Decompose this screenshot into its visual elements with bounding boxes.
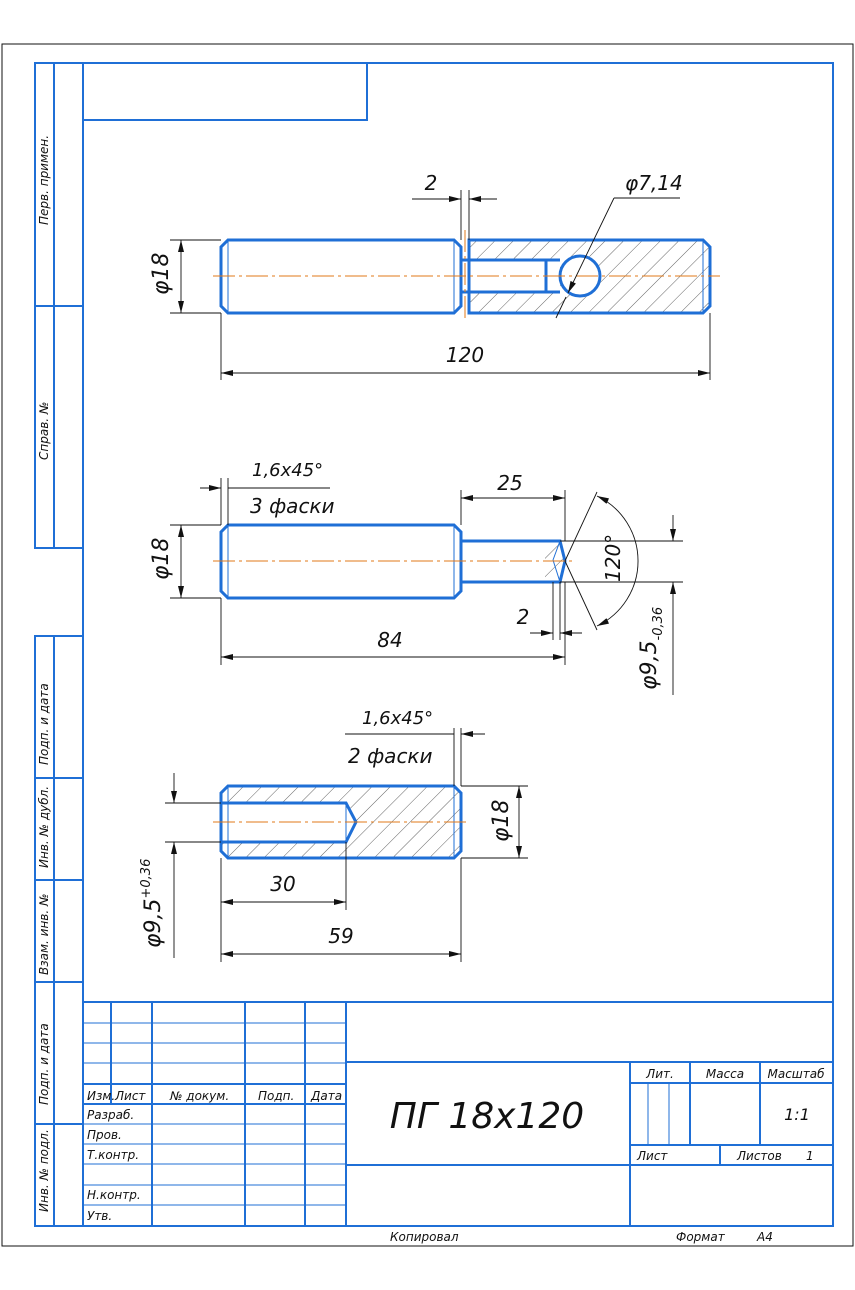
tb-razrab-label: Разраб. [87, 1108, 134, 1122]
tb-massa-label: Масса [706, 1067, 744, 1081]
side-strip-upper [34, 62, 84, 549]
view3-length-label: 59 [328, 924, 353, 948]
side-label-podp-data-2: Подп. и дата [37, 1023, 51, 1105]
view2-step-len-label: 25 [497, 471, 522, 495]
view2-pin-dia-text: φ9,5 [637, 641, 662, 691]
tb-listov-value: 1 [806, 1149, 814, 1163]
view3-bore-tol-text: +0,36 [139, 859, 154, 899]
view2-tip-len-label: 2 [517, 605, 530, 629]
sheet-trim-border [1, 43, 854, 1247]
view2-angle-label: 120° [601, 534, 625, 582]
side-label-perv-primen: Перв. примен. [37, 135, 51, 225]
tb-izm-label: Изм. [87, 1089, 115, 1103]
view2-pin-dia-label: φ9,5-0,36 [637, 607, 666, 690]
title-block [83, 1001, 833, 1226]
footer-format-value: А4 [756, 1230, 773, 1244]
drawing-frame [82, 62, 834, 1227]
tb-list2-label: Лист [636, 1149, 668, 1163]
footer-format-label: Формат [676, 1230, 726, 1244]
view2-chamfer-label: 1,6x45° [252, 460, 323, 481]
tb-listov-label: Листов [736, 1149, 782, 1163]
side-label-podp-data: Подп. и дата [37, 683, 51, 765]
tb-masshtab-label: Масштаб [767, 1067, 825, 1081]
side-label-inv-dubl: Инв. № дубл. [37, 786, 51, 868]
view-1-assembly: φ18 120 2 φ7,14 [149, 171, 720, 380]
tb-designation: ПГ 18х120 [390, 1096, 584, 1137]
tb-n-dokum-label: № докум. [169, 1089, 229, 1103]
side-label-vzam-inv: Взам. инв. № [37, 894, 51, 975]
view3-bore-depth-label: 30 [270, 872, 295, 896]
tb-podp-label: Подп. [258, 1089, 294, 1103]
tb-n-kontr-label: Н.контр. [87, 1188, 141, 1202]
side-strip-lower [34, 635, 84, 1227]
tb-scale-value: 1:1 [784, 1105, 810, 1124]
side-label-inv-podl: Инв. № подл. [37, 1129, 51, 1212]
view2-chamfer-note: 3 фаски [250, 494, 335, 518]
view1-dia-label: φ18 [149, 252, 174, 295]
tb-data-label: Дата [310, 1089, 342, 1103]
tb-prov-label: Пров. [87, 1128, 122, 1142]
view1-hole-dia-label: φ7,14 [625, 171, 683, 195]
view1-length-label: 120 [446, 343, 484, 367]
tb-utv-label: Утв. [87, 1209, 112, 1223]
view3-dia-label: φ18 [489, 799, 514, 842]
view-3-sleeve: 1,6x45° 2 фаски φ18 φ9,5+0,36 30 59 [139, 708, 528, 962]
tb-t-kontr-label: Т.контр. [87, 1148, 139, 1162]
view3-bore-dia-text: φ9,5 [141, 899, 166, 949]
view2-length-label: 84 [377, 628, 402, 652]
tb-list-label: Лист [114, 1089, 146, 1103]
top-left-box [83, 63, 368, 121]
view1-gap-label: 2 [425, 171, 438, 195]
view3-chamfer-note: 2 фаски [348, 744, 433, 768]
view2-dia-label: φ18 [149, 537, 174, 580]
side-label-sprav-no: Справ. № [37, 402, 51, 460]
view3-chamfer-label: 1,6x45° [362, 708, 433, 729]
view2-pin-tol-text: -0,36 [651, 607, 666, 641]
footer-kopiroval: Копировал [390, 1230, 459, 1244]
view3-bore-dia-label: φ9,5+0,36 [139, 859, 166, 948]
view-2-pin: φ18 1,6x45° 3 фаски 25 120° 2 84 φ9,5 [149, 460, 683, 695]
tb-lit-label: Лит. [645, 1067, 674, 1081]
